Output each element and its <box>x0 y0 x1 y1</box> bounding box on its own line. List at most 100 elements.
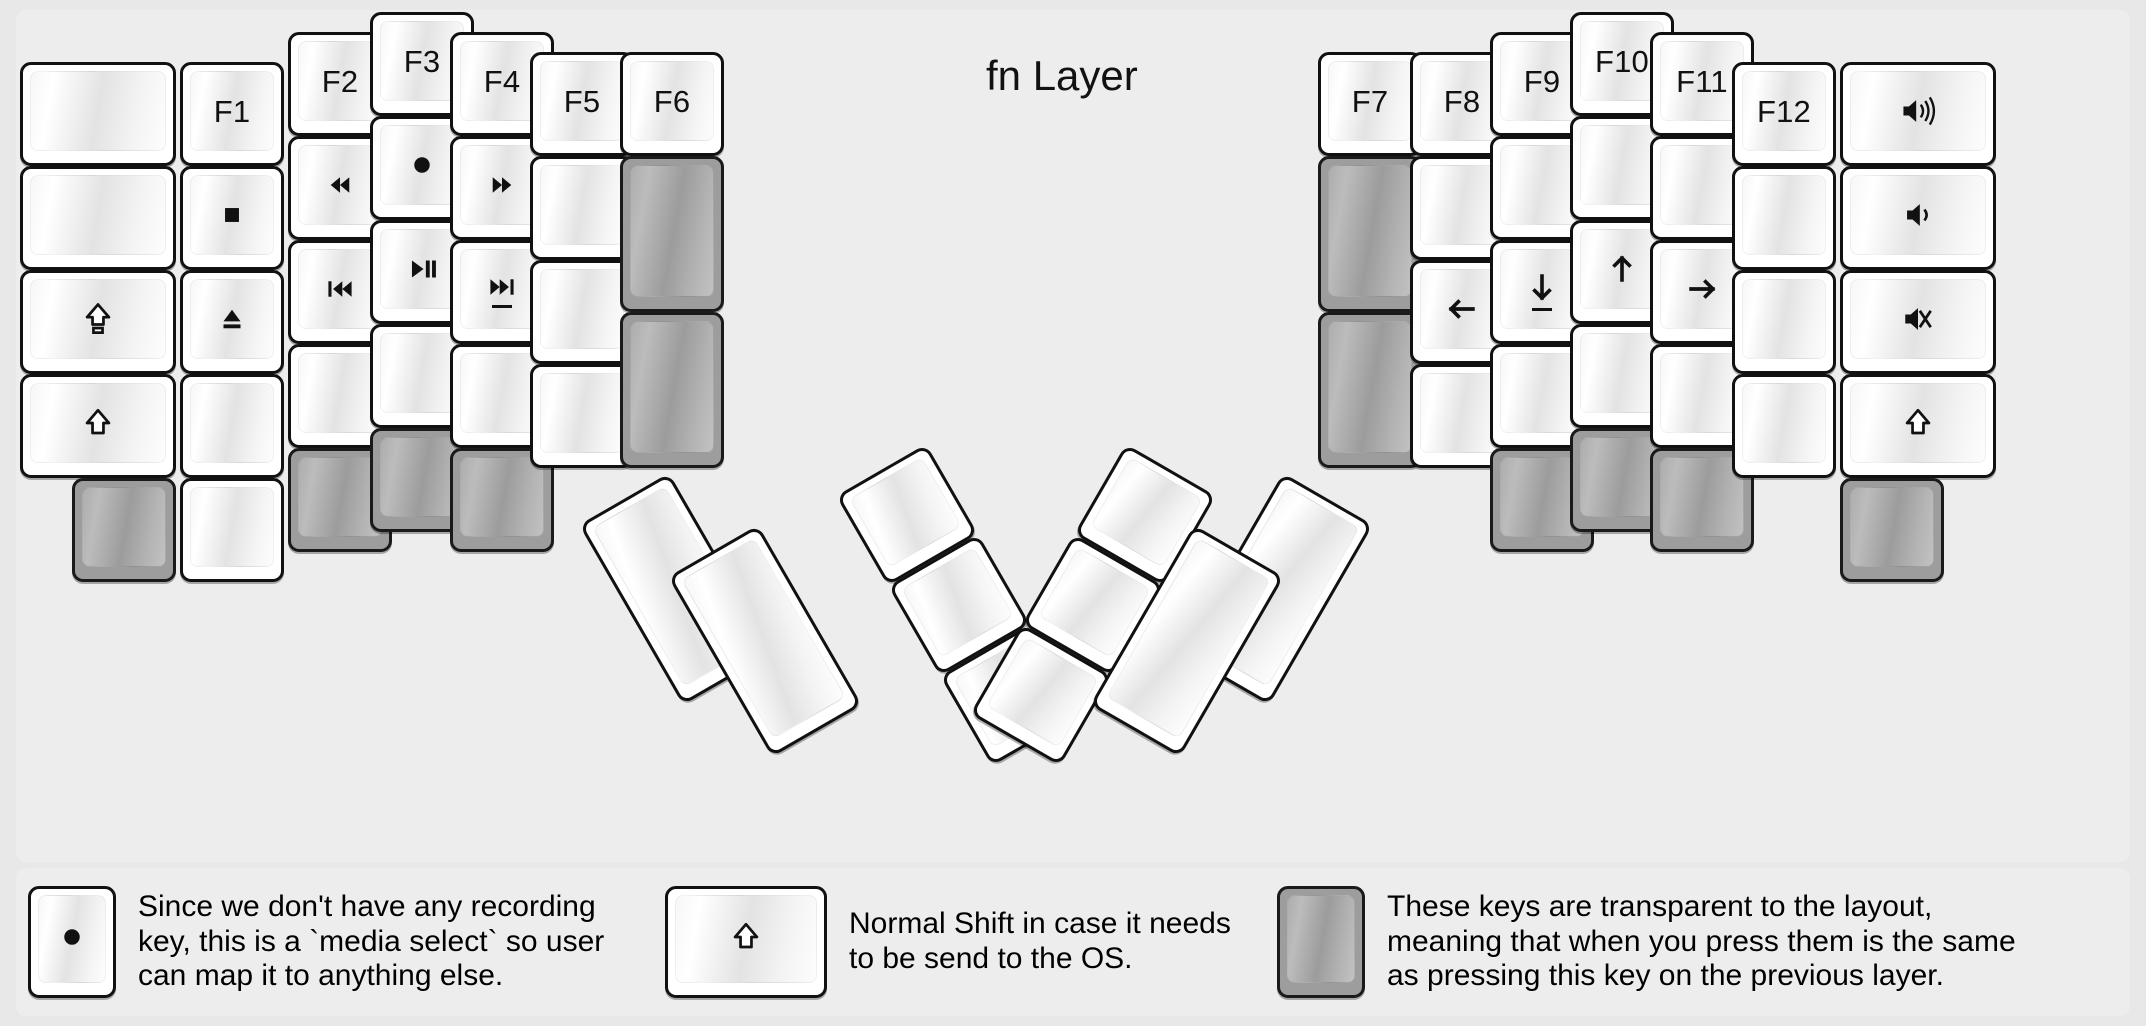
key-label <box>1743 176 1825 254</box>
key-label <box>1743 384 1825 462</box>
key-label <box>1661 458 1743 536</box>
legend-key-sample <box>665 886 827 998</box>
key-blank-r5[interactable] <box>180 478 284 582</box>
volume-down-icon <box>1851 176 1985 254</box>
key-label <box>541 166 623 244</box>
key-label: F8 <box>1443 83 1481 119</box>
keycap-surface <box>1660 353 1744 433</box>
key-volume-mute[interactable] <box>1840 270 1996 374</box>
caps-lock-icon <box>31 280 165 358</box>
key-label: F6 <box>653 83 691 119</box>
key-transparent-r3[interactable] <box>1318 312 1422 468</box>
keycap-surface <box>190 175 274 255</box>
keycap-surface <box>460 457 544 537</box>
key-blank-r2[interactable] <box>1732 166 1836 270</box>
key-label: F1 <box>213 93 251 129</box>
key-blank-r3[interactable] <box>530 260 634 364</box>
key-transparent-r3[interactable] <box>620 312 724 468</box>
key-transparent-r2[interactable] <box>620 156 724 312</box>
key-f1[interactable]: F1 <box>180 62 284 166</box>
arrow-down-icon <box>1501 250 1583 328</box>
key-f12[interactable]: F12 <box>1732 62 1836 166</box>
key-label: F5 <box>563 83 601 119</box>
key-blank-r2[interactable] <box>20 166 176 270</box>
key-blank-r2[interactable] <box>530 156 634 260</box>
keycap-surface: F7 <box>1328 61 1412 141</box>
keycap-surface <box>1850 71 1986 151</box>
key-shift[interactable] <box>20 374 176 478</box>
key-media-stop[interactable] <box>180 166 284 270</box>
key-label <box>1329 166 1411 296</box>
key-label <box>191 384 273 462</box>
keycap-surface: F11 <box>1660 41 1744 121</box>
key-f5[interactable]: F5 <box>530 52 634 156</box>
key-label <box>299 354 381 432</box>
key-label: F10 <box>1594 43 1650 79</box>
key-shift[interactable] <box>1840 374 1996 478</box>
page-title: fn Layer <box>986 52 1138 99</box>
media-rewind-icon <box>299 146 381 224</box>
keycap-surface <box>30 383 166 463</box>
keycap-surface <box>190 383 274 463</box>
media-eject-icon <box>191 280 273 358</box>
keycap-surface <box>1850 279 1986 359</box>
key-f11[interactable]: F11 <box>1650 32 1754 136</box>
keycap-surface <box>1287 895 1355 983</box>
shift-icon <box>726 917 766 962</box>
key-transparent-r2[interactable] <box>1318 156 1422 312</box>
keycap-surface <box>30 71 166 151</box>
keycap-surface: F5 <box>540 61 624 141</box>
keycap-surface <box>540 165 624 245</box>
media-prev-track-icon <box>299 250 381 328</box>
volume-up-icon <box>1851 72 1985 150</box>
legend-media-select: Since we don't have any recording key, t… <box>28 886 604 998</box>
keycap-surface <box>1850 487 1934 567</box>
keycap-surface <box>38 895 106 983</box>
media-next-track-icon <box>461 250 543 328</box>
keycap-surface: F12 <box>1742 71 1826 151</box>
keycap-surface <box>1328 165 1412 297</box>
keycap-surface <box>298 457 382 537</box>
legend-panel <box>16 868 2130 1016</box>
keycap-surface <box>630 321 714 453</box>
keycap-surface <box>1328 321 1412 453</box>
key-blank-r3[interactable] <box>1732 270 1836 374</box>
volume-mute-icon <box>1851 280 1985 358</box>
keycap-surface <box>190 279 274 359</box>
arrow-up-icon <box>1581 230 1663 308</box>
key-label <box>31 176 165 254</box>
keycap-surface <box>630 165 714 297</box>
keycap-surface <box>190 487 274 567</box>
keycap-surface <box>1660 145 1744 225</box>
key-label <box>541 374 623 452</box>
key-transparent-r5[interactable] <box>72 478 176 582</box>
key-f7[interactable]: F7 <box>1318 52 1422 156</box>
key-blank-r4[interactable] <box>1732 374 1836 478</box>
key-volume-up[interactable] <box>1840 62 1996 166</box>
key-caps-lock[interactable] <box>20 270 176 374</box>
keycap-surface <box>1660 457 1744 537</box>
key-volume-down[interactable] <box>1840 166 1996 270</box>
key-transparent-r5[interactable] <box>1650 448 1754 552</box>
key-label <box>1851 488 1933 566</box>
key-blank-r4[interactable] <box>180 374 284 478</box>
keycap-surface <box>1850 383 1986 463</box>
legend-description: Normal Shift in case it needs to be send… <box>849 907 1231 975</box>
key-transparent-r5[interactable] <box>1840 478 1944 582</box>
key-label <box>1329 322 1411 452</box>
media-record-icon <box>381 126 463 204</box>
media-stop-icon <box>191 176 273 254</box>
legend-description: Since we don't have any recording key, t… <box>138 889 605 993</box>
key-label <box>299 458 381 536</box>
key-blank-r4[interactable] <box>530 364 634 468</box>
key-label: F2 <box>321 63 359 99</box>
keycap-surface <box>82 487 166 567</box>
key-f6[interactable]: F6 <box>620 52 724 156</box>
key-label <box>631 322 713 452</box>
key-media-eject[interactable] <box>180 270 284 374</box>
key-label <box>541 270 623 348</box>
shift-icon <box>1851 384 1985 462</box>
key-blank-r1[interactable] <box>20 62 176 166</box>
keycap-surface <box>30 279 166 359</box>
